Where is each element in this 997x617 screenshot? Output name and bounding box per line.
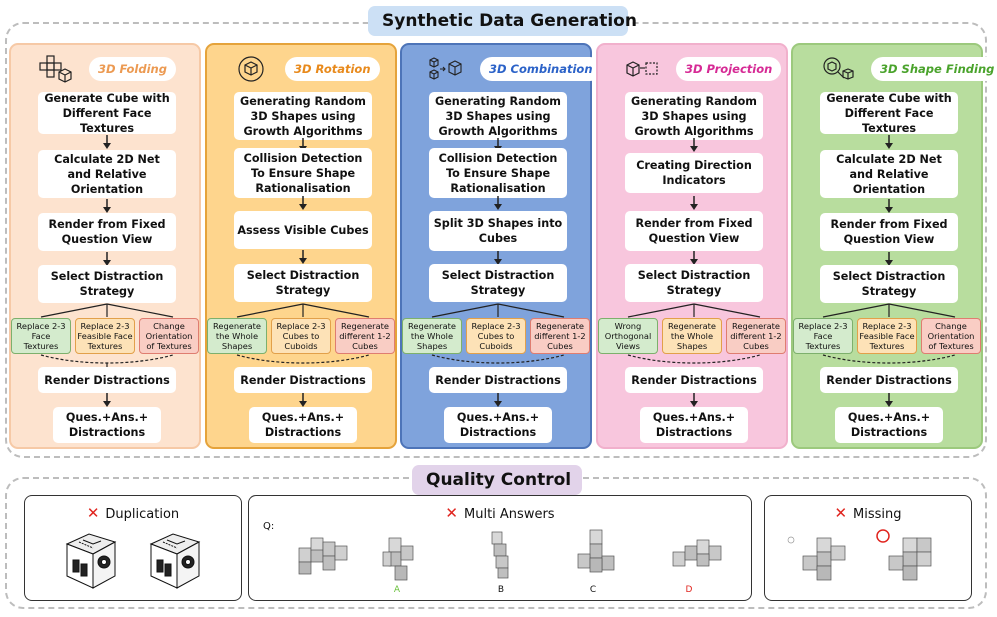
step-1: Generating Random 3D Shapes using Growth…: [234, 92, 372, 140]
cross-icon: ✕: [834, 504, 848, 522]
arrow-down-icon: [494, 251, 502, 265]
arrow-down-icon: [103, 393, 111, 407]
cross-icon: ✕: [86, 504, 100, 522]
missing-label: Missing: [853, 507, 902, 522]
projection-icon: [626, 61, 658, 77]
step-4: Select Distraction Strategy: [625, 264, 763, 302]
column-3d-shape-finding: 3D Shape Finding Generate Cube with Diff…: [791, 43, 997, 449]
step-1: Generate Cube with Different Face Textur…: [38, 92, 176, 135]
render-distractions: Render Distractions: [820, 367, 958, 393]
step-2: Collision Detection To Ensure Shape Rati…: [234, 148, 372, 198]
column-3d-rotation: 3D Rotation Generating Random 3D Shapes …: [205, 43, 397, 449]
arrow-down-icon: [299, 196, 307, 210]
column-3d-projection: 3D Projection Generating Random 3D Shape…: [596, 43, 788, 449]
option-3: Change Orientation of Textures: [139, 318, 199, 354]
step-4: Select Distraction Strategy: [820, 265, 958, 303]
cross-icon: ✕: [445, 504, 458, 522]
option-1: Regenerate the Whole Shapes: [402, 318, 462, 354]
output-box: Ques.+Ans.+ Distractions: [640, 407, 748, 443]
column-title: 3D Combination: [480, 57, 602, 81]
step-4: Select Distraction Strategy: [38, 265, 176, 303]
duplication-panel: ✕ Duplication: [24, 495, 242, 601]
option-2: Replace 2-3 Feasible Face Textures: [857, 318, 917, 354]
arrow-down-icon: [690, 251, 698, 265]
arrow-down-icon: [103, 199, 111, 213]
render-distractions: Render Distractions: [38, 367, 176, 393]
rotate-cube-icon: [238, 56, 264, 82]
column-3d-combination: 3D Combination Generating Random 3D Shap…: [400, 43, 602, 449]
column-title: 3D Folding: [89, 57, 176, 81]
option-2: Replace 2-3 Feasible Face Textures: [75, 318, 135, 354]
option-3: Regenerate different 1-2 Cubes: [335, 318, 395, 354]
arrow-down-icon: [103, 135, 111, 149]
output-box: Ques.+Ans.+ Distractions: [249, 407, 357, 443]
step-2: Collision Detection To Ensure Shape Rati…: [429, 148, 567, 198]
step-3: Split 3D Shapes into Cubes: [429, 211, 567, 251]
output-box: Ques.+Ans.+ Distractions: [444, 407, 552, 443]
option-1: Regenerate the Whole Shapes: [207, 318, 267, 354]
option-1: Replace 2-3 Face Textures: [793, 318, 853, 354]
step-1: Generating Random 3D Shapes using Growth…: [429, 92, 567, 140]
option-3: Change Orientation of Textures: [921, 318, 981, 354]
column-3d-folding: 3D Folding Generate Cube with Different …: [9, 43, 201, 449]
option-1: Replace 2-3 Face Textures: [11, 318, 71, 354]
missing-panel: ✕ Missing: [764, 495, 972, 601]
output-box: Ques.+Ans.+ Distractions: [53, 407, 161, 443]
arrow-down-icon: [690, 196, 698, 210]
duplication-label: Duplication: [105, 507, 180, 522]
multi-answers-label: Multi Answers: [464, 507, 555, 522]
arrow-down-icon: [494, 196, 502, 210]
arrow-down-icon: [885, 135, 893, 149]
option-3: Regenerate different 1-2 Cubes: [530, 318, 590, 354]
quality-title: Quality Control: [412, 465, 582, 495]
option-3: Regenerate different 1-2 Cubes: [726, 318, 786, 354]
answer-label-b: B: [497, 585, 505, 595]
output-box: Ques.+Ans.+ Distractions: [835, 407, 943, 443]
step-2: Creating Direction Indicators: [625, 153, 763, 193]
answer-label-d: D: [685, 585, 693, 595]
step-4: Select Distraction Strategy: [429, 264, 567, 302]
render-distractions: Render Distractions: [234, 367, 372, 393]
column-title: 3D Shape Finding: [871, 57, 997, 81]
step-1: Generating Random 3D Shapes using Growth…: [625, 92, 763, 140]
multi-answers-panel: ✕ Multi Answers Q: A B C D: [248, 495, 752, 601]
arrow-down-icon: [299, 393, 307, 407]
arrow-down-icon: [103, 252, 111, 266]
answer-label-c: C: [589, 585, 597, 595]
option-2: Replace 2-3 Cubes to Cuboids: [466, 318, 526, 354]
arrow-down-icon: [494, 393, 502, 407]
option-1: Wrong Orthogonal Views: [598, 318, 658, 354]
answer-label-a: A: [393, 585, 401, 595]
combine-cubes-icon: [429, 57, 462, 80]
render-distractions: Render Distractions: [429, 367, 567, 393]
option-2: Replace 2-3 Cubes to Cuboids: [271, 318, 331, 354]
duplicate-cubes-icon: [65, 533, 201, 589]
arrow-down-icon: [885, 252, 893, 266]
step-1: Generate Cube with Different Face Textur…: [820, 92, 958, 135]
arrow-down-icon: [690, 393, 698, 407]
step-2: Calculate 2D Net and Relative Orientatio…: [38, 150, 176, 198]
missing-cube-shapes-icon: [787, 529, 932, 581]
step-3: Render from Fixed Question View: [38, 213, 176, 251]
block-shapes-icon: [298, 529, 722, 581]
find-shape-icon: [823, 57, 854, 80]
column-title: 3D Rotation: [285, 57, 380, 81]
synthetic-title: Synthetic Data Generation: [368, 6, 637, 36]
step-3: Render from Fixed Question View: [820, 213, 958, 251]
option-2: Regenerate the Whole Shapes: [662, 318, 722, 354]
step-2: Calculate 2D Net and Relative Orientatio…: [820, 150, 958, 198]
arrow-down-icon: [885, 199, 893, 213]
arrow-down-icon: [299, 250, 307, 264]
step-3: Render from Fixed Question View: [625, 211, 763, 251]
arrow-down-icon: [690, 138, 698, 152]
step-4: Select Distraction Strategy: [234, 264, 372, 302]
render-distractions: Render Distractions: [625, 367, 763, 393]
column-title: 3D Projection: [676, 57, 782, 81]
grid-cube-icon: [39, 55, 72, 83]
question-label: Q:: [263, 521, 275, 532]
step-3: Assess Visible Cubes: [234, 211, 372, 249]
arrow-down-icon: [885, 393, 893, 407]
